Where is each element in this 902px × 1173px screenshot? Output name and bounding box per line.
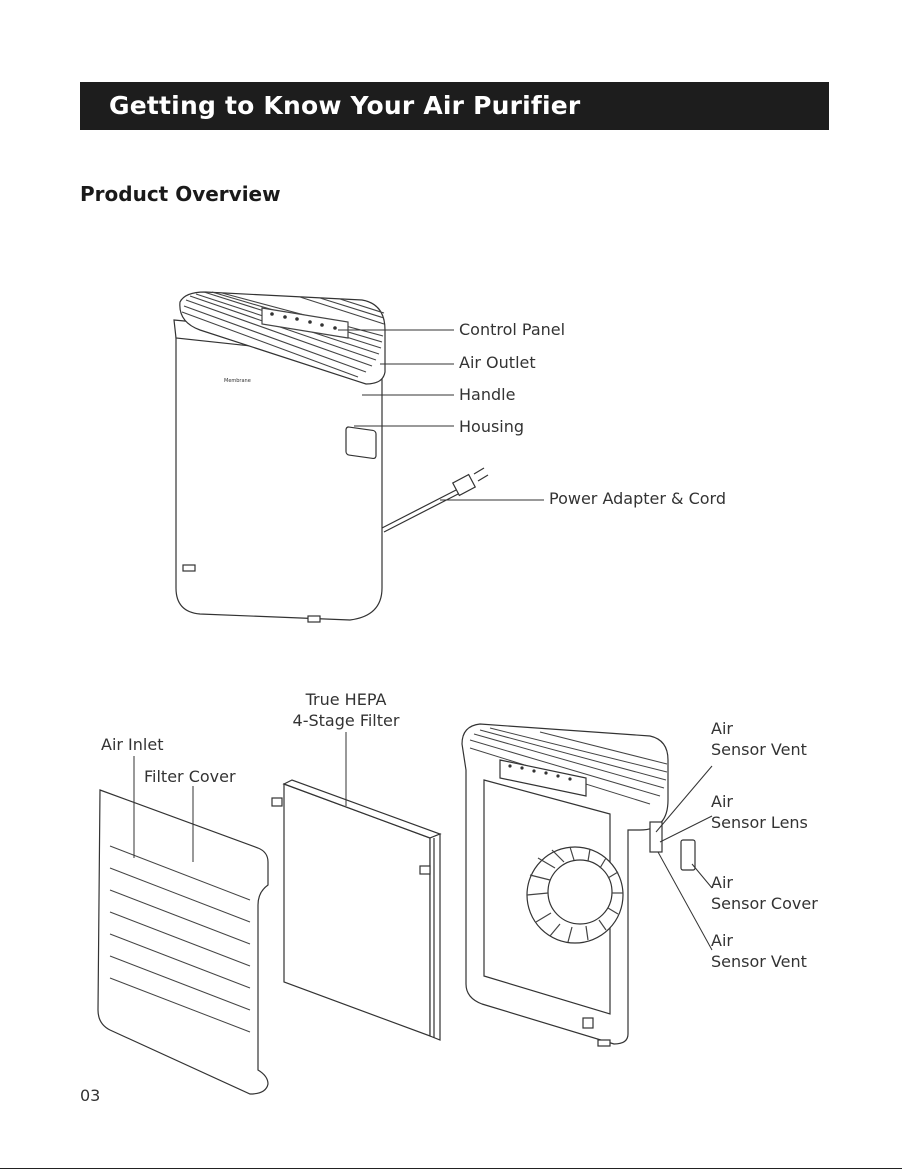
purifier-open — [462, 724, 695, 1046]
label-sensor-vent-top-2: Sensor Vent — [711, 739, 807, 760]
brand-mark: Membrane — [224, 378, 251, 384]
label-filter-line2: 4-Stage Filter — [276, 710, 416, 731]
label-housing: Housing — [459, 416, 524, 437]
label-sensor-vent-bottom-1: Air — [711, 930, 733, 951]
hepa-filter — [272, 780, 440, 1040]
label-sensor-lens-1: Air — [711, 791, 733, 812]
label-filter-line1: True HEPA — [276, 689, 416, 710]
label-sensor-vent-top-1: Air — [711, 718, 733, 739]
label-handle: Handle — [459, 384, 515, 405]
label-sensor-lens-2: Sensor Lens — [711, 812, 808, 833]
label-sensor-cover-1: Air — [711, 872, 733, 893]
bottom-rule — [0, 1168, 902, 1169]
label-power-adapter: Power Adapter & Cord — [549, 488, 726, 509]
label-sensor-vent-bottom-2: Sensor Vent — [711, 951, 807, 972]
purifier-assembled — [174, 292, 488, 622]
label-sensor-cover-2: Sensor Cover — [711, 893, 818, 914]
label-filter-cover: Filter Cover — [144, 766, 236, 787]
label-control-panel: Control Panel — [459, 319, 565, 340]
label-air-outlet: Air Outlet — [459, 352, 536, 373]
page-number: 03 — [80, 1086, 100, 1105]
filter-cover — [98, 790, 268, 1094]
label-air-inlet: Air Inlet — [101, 734, 163, 755]
